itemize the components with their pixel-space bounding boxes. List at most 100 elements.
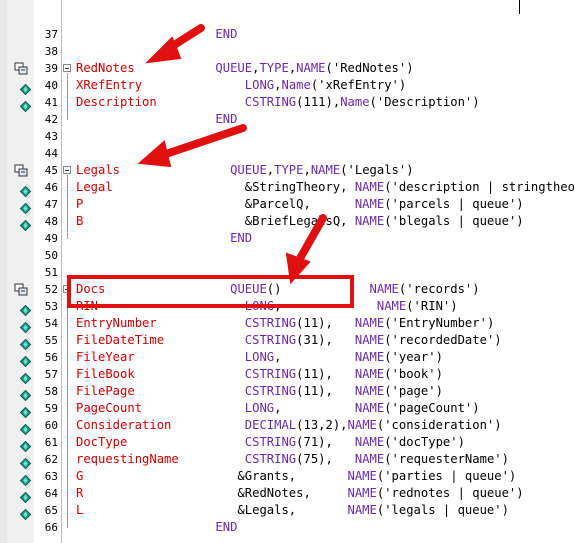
field-icon[interactable] bbox=[19, 505, 32, 524]
code-token: &StringTheory, bbox=[112, 180, 355, 194]
line-number: 40 bbox=[44, 79, 58, 92]
code-text[interactable]: Docs QUEUE() NAME('records') bbox=[76, 281, 480, 298]
code-text[interactable]: END bbox=[76, 111, 237, 128]
code-text[interactable]: EntryNumber CSTRING(11), NAME('EntryNumb… bbox=[76, 315, 494, 332]
code-text[interactable]: FileYear LONG, NAME('year') bbox=[76, 349, 443, 366]
code-text[interactable]: R &RedNotes, NAME('rednotes | queue') bbox=[76, 485, 524, 502]
db-object-icon[interactable] bbox=[14, 61, 29, 80]
field-icon[interactable] bbox=[19, 352, 32, 371]
code-text[interactable]: P &ParcelQ, NAME('parcels | queue') bbox=[76, 196, 524, 213]
field-icon[interactable] bbox=[19, 488, 32, 507]
code-text[interactable]: L &Legals, NAME('legals | queue') bbox=[76, 502, 509, 519]
code-text[interactable]: RIN LONG, NAME('RIN') bbox=[76, 298, 458, 315]
field-icon[interactable] bbox=[19, 301, 32, 320]
field-icon[interactable] bbox=[19, 369, 32, 388]
code-text[interactable]: END bbox=[76, 519, 237, 536]
identifier-token: requestingName bbox=[76, 452, 179, 466]
db-object-icon[interactable] bbox=[14, 282, 29, 301]
line-number: 54 bbox=[44, 317, 58, 330]
field-icon[interactable] bbox=[19, 216, 32, 235]
code-line[interactable]: 37 END bbox=[0, 26, 575, 43]
code-line[interactable]: 54 EntryNumber CSTRING(11), NAME('EntryNu… bbox=[0, 315, 575, 334]
identifier-token: FilePage bbox=[76, 384, 135, 398]
code-text[interactable]: B &BriefLegalsQ, NAME('blegals | queue') bbox=[76, 213, 524, 230]
code-line[interactable]: 45 Legals QUEUE,TYPE,NAME('Legals') bbox=[0, 162, 575, 179]
code-text[interactable]: FilePage CSTRING(11), NAME('page') bbox=[76, 383, 443, 400]
code-line[interactable]: 43 bbox=[0, 128, 575, 145]
code-line[interactable]: 38 bbox=[0, 43, 575, 60]
code-line[interactable]: 66 END bbox=[0, 519, 575, 536]
code-text[interactable]: END bbox=[76, 230, 252, 247]
field-icon[interactable] bbox=[19, 420, 32, 439]
code-line[interactable]: 40 XRefEntry LONG,Name('xRefEntry') bbox=[0, 77, 575, 96]
keyword-token: NAME bbox=[354, 333, 385, 347]
keyword-token: NAME bbox=[354, 452, 385, 466]
line-number: 45 bbox=[44, 164, 58, 177]
code-line[interactable]: 42 END bbox=[0, 111, 575, 128]
line-number-column bbox=[34, 0, 62, 543]
field-icon[interactable] bbox=[19, 97, 32, 116]
code-text[interactable]: G &Grants, NAME('parties | queue') bbox=[76, 468, 516, 485]
code-text[interactable]: DocType CSTRING(71), NAME('docType') bbox=[76, 434, 465, 451]
field-icon[interactable] bbox=[19, 318, 32, 337]
line-number: 38 bbox=[44, 45, 58, 58]
line-number: 52 bbox=[44, 283, 58, 296]
fold-toggle-icon[interactable] bbox=[63, 166, 71, 174]
code-token bbox=[76, 520, 215, 534]
code-line[interactable]: 52 Docs QUEUE() NAME('records') bbox=[0, 281, 575, 298]
field-icon[interactable] bbox=[19, 386, 32, 405]
code-text[interactable]: Legal &StringTheory, NAME('description |… bbox=[76, 179, 575, 196]
db-object-icon[interactable] bbox=[14, 163, 29, 182]
field-icon[interactable] bbox=[19, 182, 32, 201]
code-text[interactable]: RedNotes QUEUE,TYPE,NAME('RedNotes') bbox=[76, 60, 414, 77]
field-icon[interactable] bbox=[19, 335, 32, 354]
identifier-token: PageCount bbox=[76, 401, 143, 415]
field-icon[interactable] bbox=[19, 471, 32, 490]
code-token: (13,2), bbox=[296, 418, 348, 432]
code-text[interactable]: Legals QUEUE,TYPE,NAME('Legals') bbox=[76, 162, 414, 179]
field-icon[interactable] bbox=[19, 437, 32, 456]
field-icon[interactable] bbox=[19, 454, 32, 473]
keyword-token: END bbox=[215, 520, 238, 534]
code-text[interactable]: XRefEntry LONG,Name('xRefEntry') bbox=[76, 77, 406, 94]
code-text[interactable]: FileBook CSTRING(11), NAME('book') bbox=[76, 366, 443, 383]
keyword-token: CSTRING bbox=[244, 333, 297, 347]
code-text[interactable]: PageCount LONG, NAME('pageCount') bbox=[76, 400, 480, 417]
code-token bbox=[171, 418, 244, 432]
keyword-token: LONG bbox=[244, 350, 275, 364]
code-line[interactable]: 51 bbox=[0, 264, 575, 281]
code-text[interactable]: Description CSTRING(111),Name('Descripti… bbox=[76, 94, 480, 111]
fold-toggle-icon[interactable] bbox=[63, 64, 71, 72]
field-icon[interactable] bbox=[19, 80, 32, 99]
code-text[interactable]: Consideration DECIMAL(13,2),NAME('consid… bbox=[76, 417, 502, 434]
code-token: ('xRefEntry') bbox=[310, 78, 407, 92]
code-line[interactable]: 49 END bbox=[0, 230, 575, 247]
code-line[interactable]: 44 bbox=[0, 145, 575, 162]
field-icon[interactable] bbox=[19, 403, 32, 422]
keyword-token: NAME bbox=[347, 469, 377, 483]
code-line[interactable]: 50 bbox=[0, 247, 575, 264]
code-text[interactable]: END bbox=[76, 26, 237, 43]
field-icon[interactable] bbox=[19, 199, 32, 218]
code-text[interactable]: requestingName CSTRING(75), NAME('reques… bbox=[76, 451, 509, 468]
fold-toggle-icon[interactable] bbox=[63, 285, 71, 293]
code-text[interactable]: FileDateTime CSTRING(31), NAME('recorded… bbox=[76, 332, 502, 349]
